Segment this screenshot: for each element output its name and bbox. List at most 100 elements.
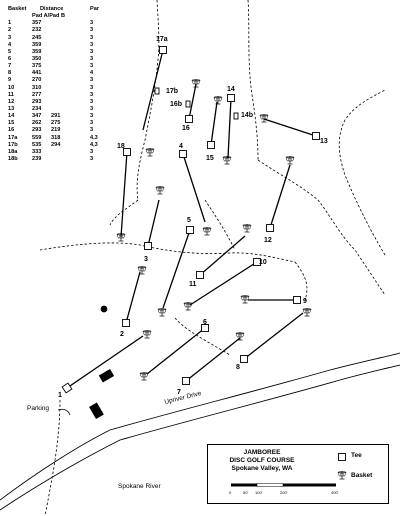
row-pad-b: 318 [51, 134, 61, 141]
basket-1 [142, 329, 152, 339]
row-pad-a: 350 [32, 55, 42, 62]
trail-west-upper [109, 199, 139, 226]
row-par: 3 [90, 120, 94, 127]
row-hole: 18b [8, 155, 18, 162]
trail-north-main [136, 0, 160, 201]
scorecard-row: 13 234 3 [6, 106, 126, 113]
fairway-18 [120, 151, 128, 238]
row-pad-a: 559 [32, 134, 42, 141]
parking-label: Parking [27, 405, 49, 412]
basket-16 [191, 78, 201, 88]
row-par: 3 [90, 105, 94, 112]
fairway-4 [182, 153, 206, 223]
scale-tick-400: 400' [331, 490, 339, 495]
tee-4 [179, 150, 187, 158]
row-hole: 6 [8, 55, 12, 62]
row-par: 3 [90, 84, 94, 91]
row-hole: 9 [8, 77, 12, 84]
row-hole: 12 [8, 98, 15, 105]
tee-17b [154, 87, 160, 95]
row-hole: 13 [8, 105, 15, 112]
scale-tick-100: 100' [255, 490, 263, 495]
trail-upper-spur [204, 199, 236, 251]
row-pad-b: 275 [51, 120, 61, 127]
row-pad-a: 262 [32, 120, 42, 127]
trail-center-loop [39, 242, 296, 263]
row-pad-a: 347 [32, 113, 42, 120]
tee-9 [293, 296, 301, 304]
row-pad-a: 333 [32, 148, 42, 155]
hole-label-3: 3 [144, 256, 148, 263]
fairway-17 [142, 49, 164, 131]
basket-10 [183, 301, 193, 311]
row-hole: 18a [8, 148, 18, 155]
row-hole: 5 [8, 48, 12, 55]
basket-4 [202, 226, 212, 236]
building-2 [89, 402, 104, 420]
row-par: 3 [90, 27, 94, 34]
hole-label-16: 16 [182, 125, 190, 132]
row-pad-a: 535 [32, 141, 42, 148]
row-pad-a: 293 [32, 127, 42, 134]
fairway-16 [188, 83, 197, 120]
row-hole: 17a [8, 134, 18, 141]
row-hole: 16 [8, 127, 15, 134]
scale-tick-200: 200' [280, 490, 288, 495]
hole-label-15: 15 [206, 155, 214, 162]
fairway-14 [227, 97, 232, 159]
row-pad-a: 234 [32, 105, 42, 112]
tee-16b [185, 100, 191, 108]
row-par: 3 [90, 20, 94, 27]
fairway-12 [269, 164, 291, 229]
parking-curve [57, 408, 71, 416]
trails [39, 0, 386, 516]
tee-5 [186, 226, 194, 234]
hole-label-9: 9 [303, 298, 307, 305]
hole-label-2: 2 [120, 331, 124, 338]
fairway-11 [199, 235, 246, 276]
fairway-lines [66, 49, 317, 389]
fairway-1 [66, 335, 144, 389]
basket-5 [157, 307, 167, 317]
basket-3 [155, 185, 165, 195]
row-hole: 10 [8, 84, 15, 91]
basket-14 [222, 155, 232, 165]
row-hole: 14 [8, 113, 15, 120]
basket-8 [302, 307, 312, 317]
basket-18 [116, 232, 126, 242]
tee-11 [196, 271, 204, 279]
legend-basket-label: Basket [351, 472, 373, 479]
row-par: 4 [90, 70, 94, 77]
alt-pad-label-14b: 14b [241, 112, 253, 119]
row-par: 3 [90, 91, 94, 98]
row-pad-a: 245 [32, 34, 42, 41]
fairway-7 [185, 337, 241, 382]
hole-label-7: 7 [177, 389, 181, 396]
hole-label-18: 18 [117, 143, 125, 150]
scale-tick-0: 0 [229, 490, 232, 495]
header-par: Par [90, 6, 100, 12]
alt-pad-label-17b: 17b [166, 88, 178, 95]
row-pad-a: 441 [32, 70, 42, 77]
legend-title-line-3: Spokane Valley, WA [231, 465, 293, 472]
building-1 [98, 369, 115, 383]
fairway-6 [146, 327, 206, 375]
row-hole: 1 [8, 20, 12, 27]
river-label: Spokane River [118, 483, 161, 490]
basket-7 [235, 331, 245, 341]
tee-8 [240, 355, 248, 363]
